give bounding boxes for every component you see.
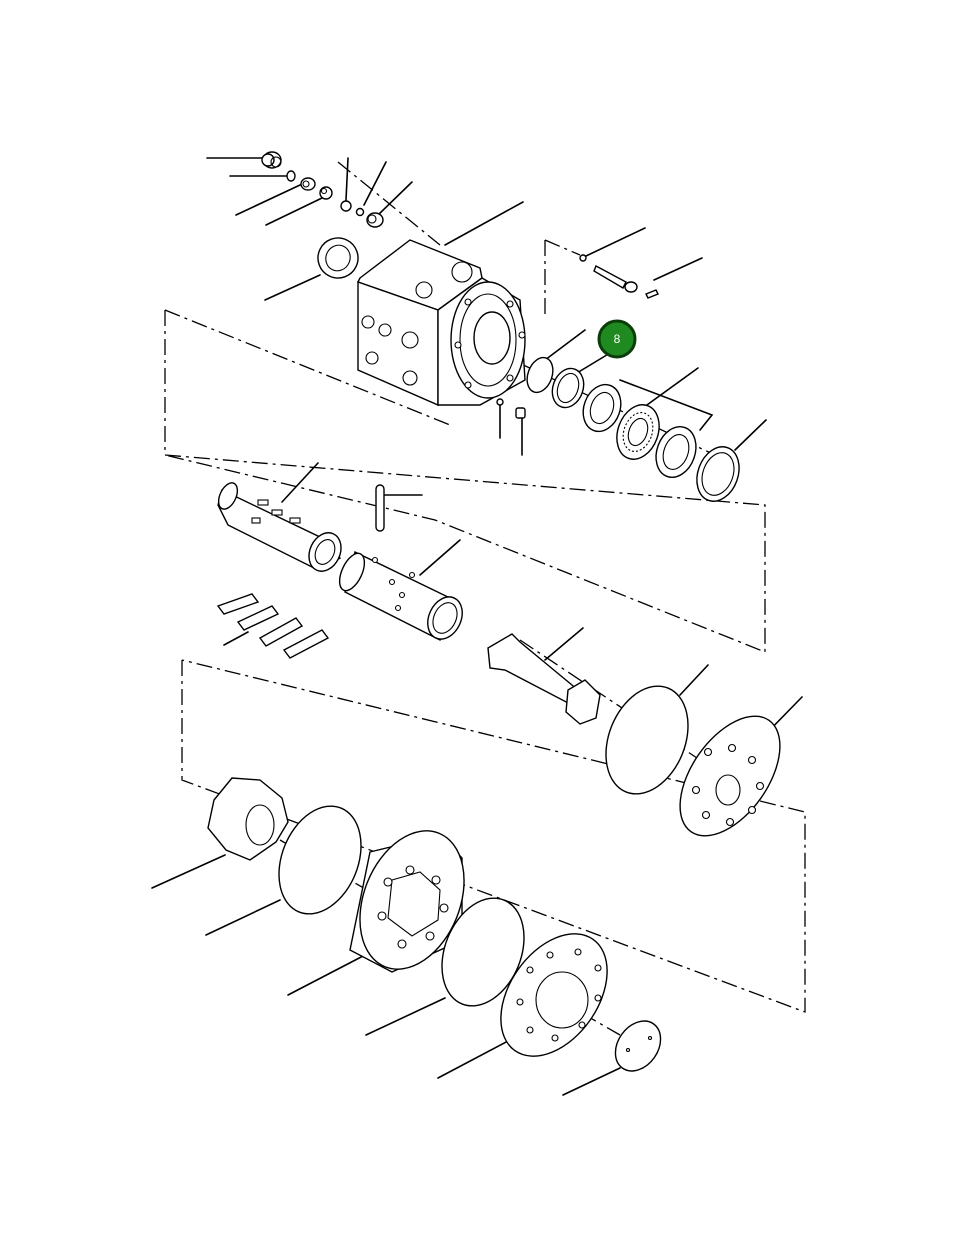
leader-lines [151, 157, 803, 1096]
seal-ring-2 [551, 367, 585, 409]
seal-bearing-row [526, 356, 740, 502]
centering-springs [216, 593, 330, 659]
seal-ring-top [317, 237, 359, 279]
sleeve [338, 550, 463, 642]
spool-sleeve-set [216, 482, 463, 659]
plug-fitting [261, 151, 282, 169]
bearing-race [655, 426, 697, 478]
callout-8-label: 8 [614, 332, 621, 346]
o-ring-large-2 [278, 805, 362, 915]
top-fittings [261, 151, 384, 279]
cross-pin [375, 484, 385, 532]
drive-shaft-group [487, 633, 781, 837]
small-o-ring-a [286, 170, 296, 182]
o-ring-large-1 [605, 685, 689, 795]
name-plate [614, 1020, 662, 1072]
spacer-plate [679, 715, 781, 837]
ball [355, 207, 365, 217]
plug-b [366, 212, 384, 228]
washer-3 [582, 383, 622, 433]
gerotor-group [207, 777, 662, 1072]
drive-shaft [487, 633, 601, 725]
callout-8[interactable]: 8 [597, 319, 637, 359]
check-valve-fitting [300, 177, 316, 191]
spool [217, 482, 342, 572]
o-ring-1 [526, 356, 554, 394]
gerotor-ring [349, 830, 465, 973]
star-rotor [207, 777, 289, 861]
small-ring-b [340, 200, 352, 212]
pin-assembly [579, 254, 659, 299]
valve-housing [357, 239, 526, 419]
needle-bearing [616, 404, 660, 460]
retaining-ring [696, 446, 740, 502]
o-ring-large-3 [441, 897, 525, 1007]
end-cap [500, 933, 608, 1057]
spring-fitting [319, 186, 333, 200]
